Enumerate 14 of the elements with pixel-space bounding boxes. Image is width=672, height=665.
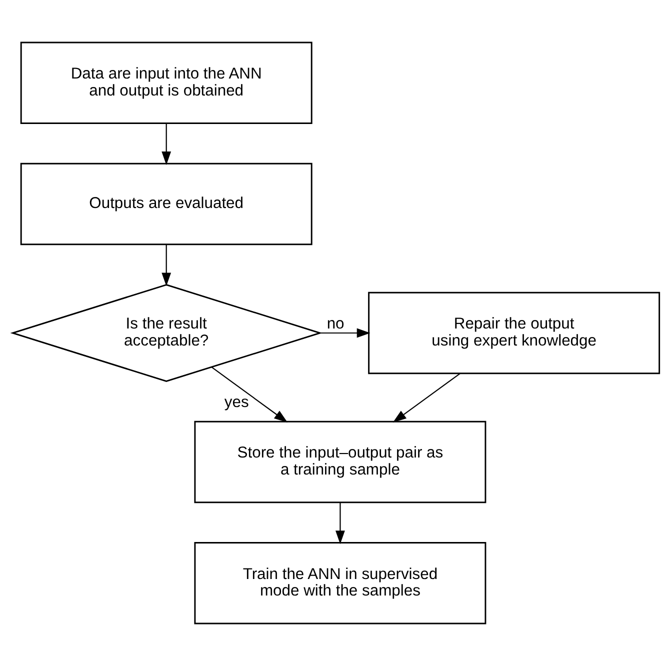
node-box: Repair the output using expert knowledge	[368, 291, 660, 374]
arrow	[162, 122, 172, 164]
arrow	[211, 366, 288, 422]
arrow	[392, 372, 460, 422]
arrow	[162, 244, 172, 286]
arrow	[320, 328, 370, 338]
node-box: Outputs are evaluated	[20, 162, 312, 245]
arrow	[336, 502, 345, 544]
node-box: Data are input into the ANN and output is obtained	[20, 41, 312, 124]
node-diamond: Is the result acceptable?	[10, 284, 322, 382]
edge-label: no	[326, 315, 344, 332]
node-box: Train the ANN in supervised mode with the samples	[194, 542, 486, 624]
edge-label: yes	[224, 393, 249, 410]
node-box: Store the input–output pair as a training sample	[194, 420, 486, 503]
